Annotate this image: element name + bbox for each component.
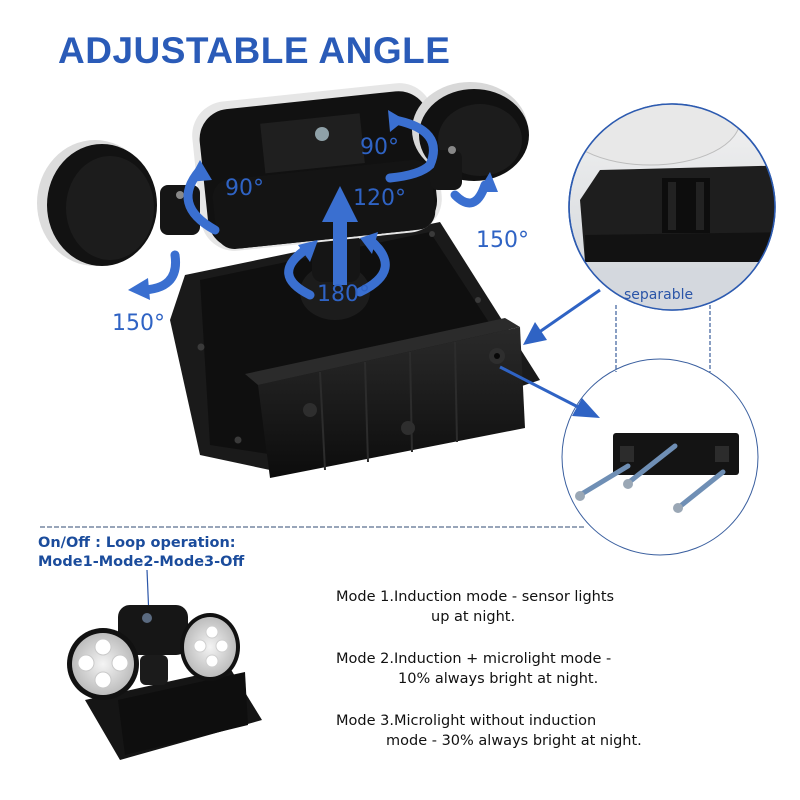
rotation-arrows	[135, 115, 490, 300]
mode-descriptions: Mode 1.Induction mode - sensor lights up…	[336, 587, 776, 773]
angle-label-right-tilt: 90°	[360, 135, 399, 160]
page-title: ADJUSTABLE ANGLE	[58, 30, 451, 71]
on-off-line-1: On/Off : Loop operation:	[38, 535, 236, 551]
mode-item-1: Mode 1.Induction mode - sensor lights up…	[336, 587, 776, 627]
angle-label-right-swivel: 150°	[476, 228, 529, 253]
mode-2-line-2: 10% always bright at night.	[398, 671, 599, 687]
on-off-instructions: On/Off : Loop operation: Mode1-Mode2-Mod…	[38, 534, 244, 572]
mode-1-line-1: Mode 1.Induction mode - sensor lights	[336, 589, 615, 605]
bracket-callout	[561, 358, 759, 556]
mode-1-line-2: up at night.	[431, 609, 516, 625]
angle-label-left-tilt: 90°	[225, 176, 264, 201]
dashed-connectors	[615, 305, 711, 372]
mode-2-line-1: Mode 2.Induction + microlight mode -	[336, 651, 612, 667]
mounting-box	[258, 327, 525, 478]
arrow-center-tilt	[322, 186, 358, 222]
arrow-heads	[128, 110, 498, 300]
pointer-arrows	[499, 288, 601, 418]
arrow-base-left	[284, 245, 315, 300]
angle-label-left-swivel: 150°	[112, 311, 165, 336]
mode-3-line-2: mode - 30% always bright at night.	[386, 733, 642, 749]
main-product-image	[37, 82, 540, 478]
small-product-image	[67, 569, 262, 760]
on-off-line-2: Mode1-Mode2-Mode3-Off	[38, 554, 245, 570]
separable-callout	[568, 103, 776, 311]
arrow-right-tilt	[385, 115, 438, 183]
mode-item-2: Mode 2.Induction + microlight mode - 10%…	[336, 649, 776, 689]
angle-label-center-tilt: 120°	[353, 186, 406, 211]
mode-item-3: Mode 3.Microlight without induction mode…	[336, 711, 776, 751]
mode-3-line-1: Mode 3.Microlight without induction	[336, 713, 597, 729]
arrow-base-right	[355, 235, 390, 297]
separable-label: separable	[624, 287, 694, 303]
angle-label-base-rotation: 180°	[317, 282, 370, 307]
